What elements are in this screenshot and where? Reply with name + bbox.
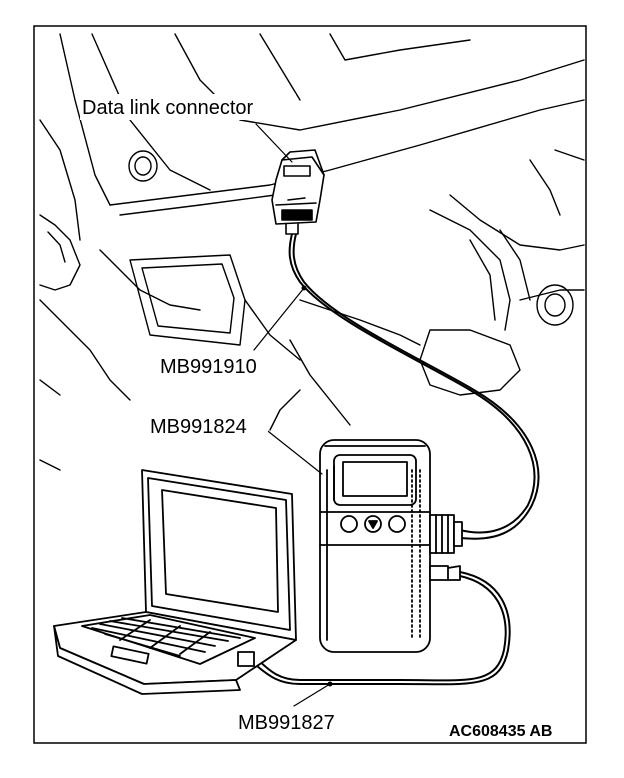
leader-lines [253, 123, 331, 707]
esc-button-icon [340, 515, 358, 533]
cable-mb991827 [251, 571, 511, 686]
dashboard-background [39, 33, 585, 471]
laptop [53, 469, 297, 695]
leader-mb991824 [263, 427, 323, 475]
label-mb991827: MB991827 [238, 712, 335, 734]
data-link-connector [271, 149, 325, 235]
label-mb991910: MB991910 [160, 356, 257, 378]
cable-mb991910-inner [292, 233, 540, 540]
leader-mb991827 [293, 683, 331, 707]
cable-mb991910 [288, 233, 536, 534]
cable-mb991827-inner [255, 575, 507, 682]
label-bg-data-link [80, 94, 296, 120]
leader-data-link-connector [255, 123, 293, 163]
mb991824-device [319, 439, 463, 653]
label-bg-mb991824 [148, 414, 268, 438]
label-bg-mb991910 [158, 354, 276, 378]
figure-code: AC608435 AB [449, 723, 552, 740]
leader-dot-mb991827 [327, 681, 333, 687]
leader-mb991910 [253, 287, 305, 351]
enter-button-icon [388, 515, 406, 533]
label-mb991824: MB991824 [150, 416, 247, 438]
leader-dot-mb991910 [301, 285, 307, 291]
label-data-link-connector: Data link connector [82, 97, 254, 119]
